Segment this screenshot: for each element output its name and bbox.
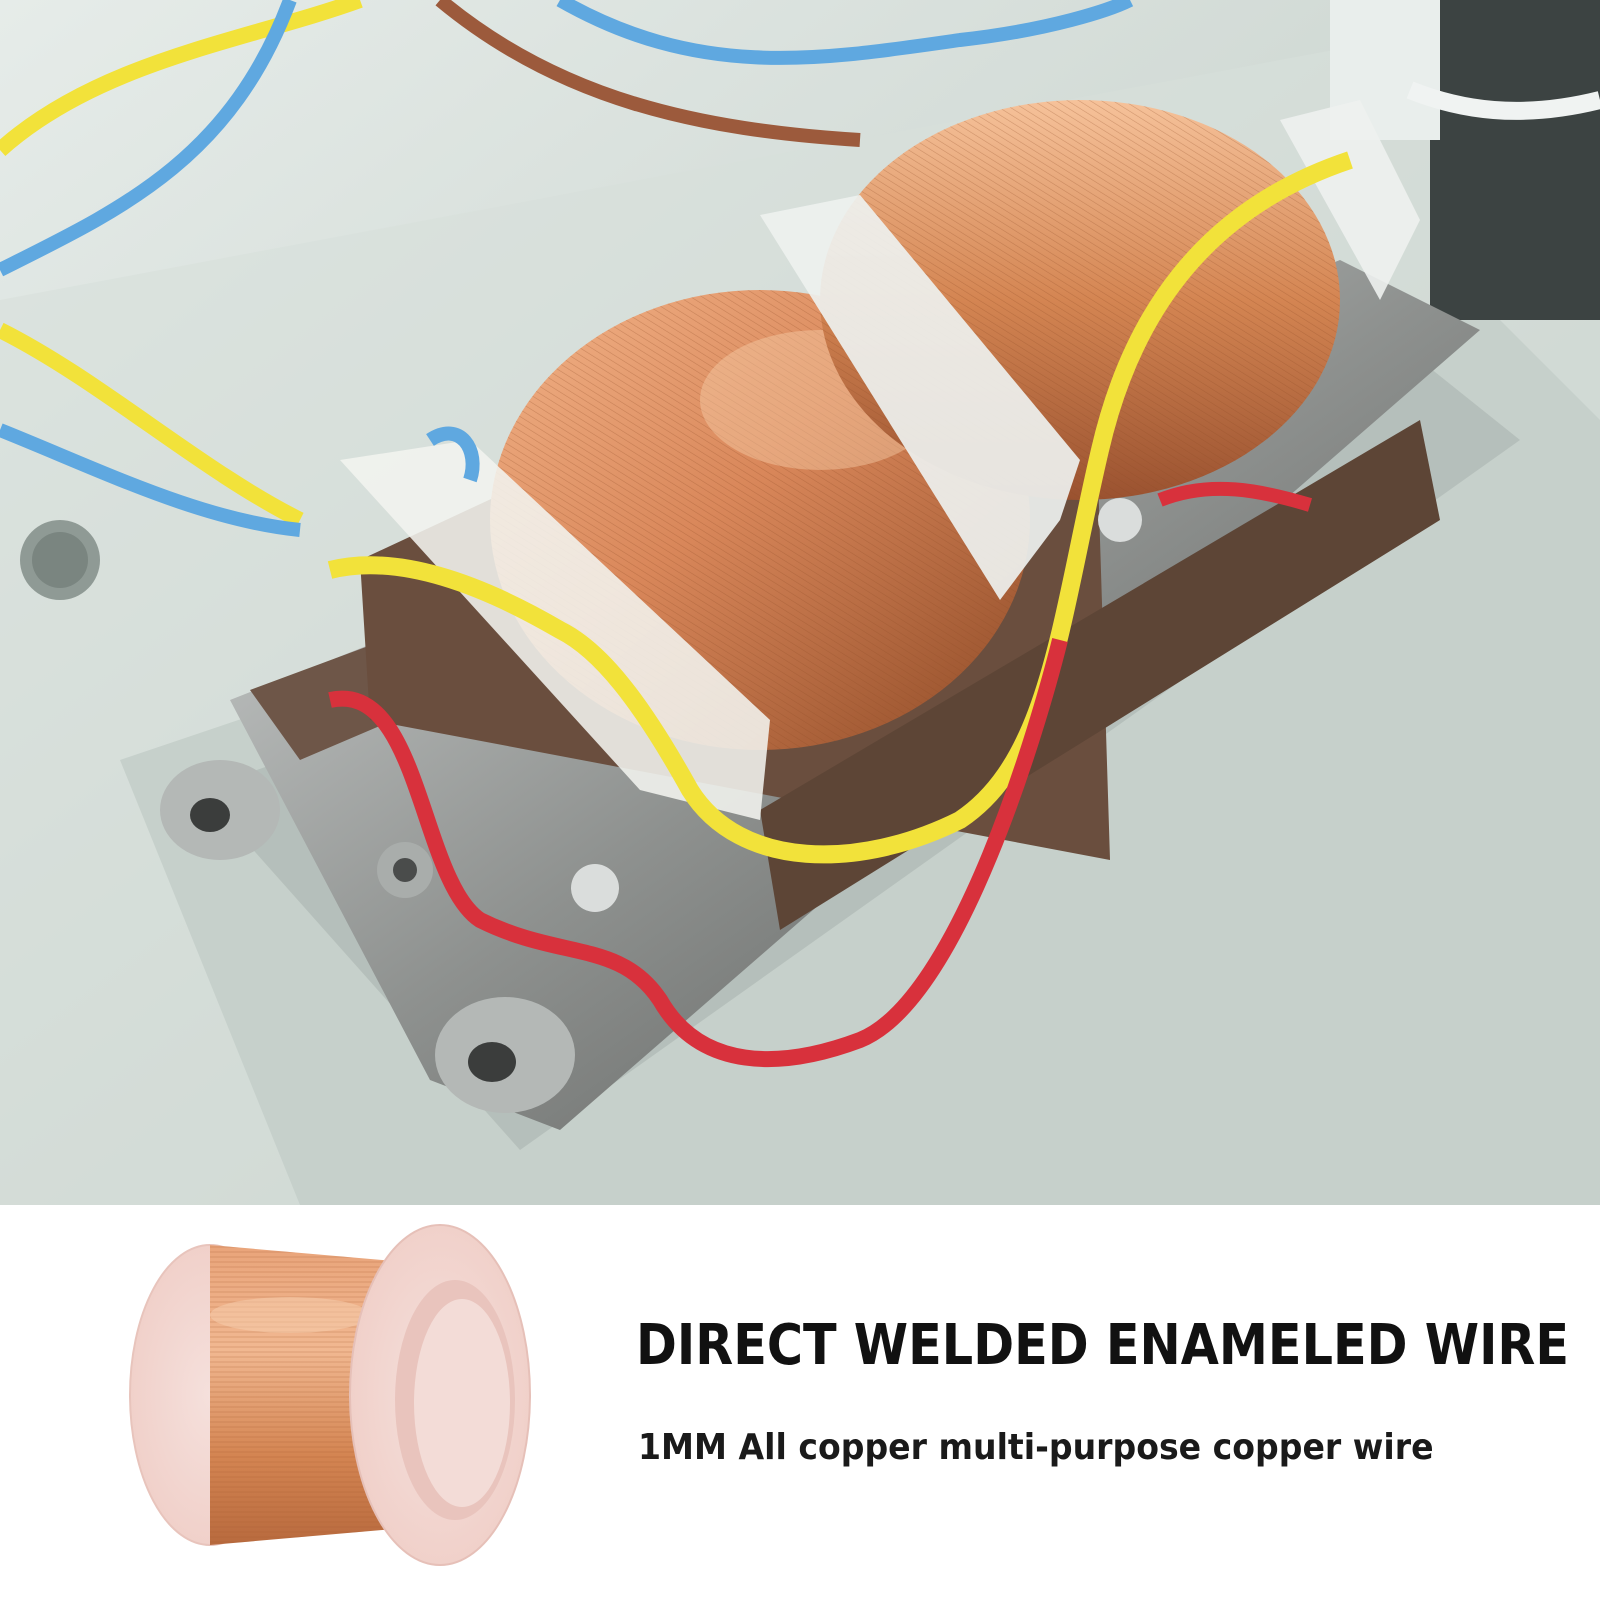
copper-wire-spool-image bbox=[90, 1205, 560, 1600]
product-headline: DIRECT WELDED ENAMELED WIRE bbox=[636, 1313, 1570, 1378]
relay-coil-photo bbox=[0, 0, 1600, 1205]
product-subline: 1MM All copper multi-purpose copper wire bbox=[638, 1427, 1434, 1468]
